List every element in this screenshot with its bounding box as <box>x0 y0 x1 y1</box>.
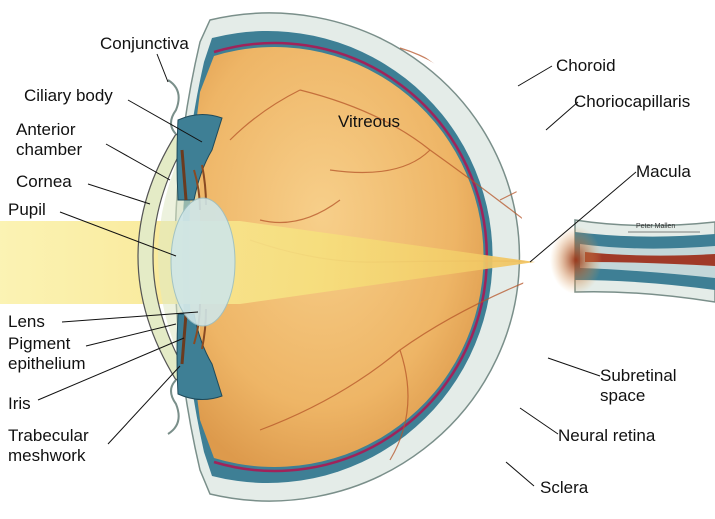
label-macula: Macula <box>636 162 691 182</box>
label-sclera: Sclera <box>540 478 588 498</box>
conjunctiva-fold-bottom <box>168 380 179 434</box>
label-vitreous: Vitreous <box>338 112 400 132</box>
label-pupil: Pupil <box>8 200 46 220</box>
label-subretinal-space: Subretinal space <box>600 366 677 406</box>
lens-shape <box>171 198 235 326</box>
label-conjunctiva: Conjunctiva <box>100 34 189 54</box>
label-lens: Lens <box>8 312 45 332</box>
label-cornea: Cornea <box>16 172 72 192</box>
macula-spot <box>550 226 602 294</box>
label-choroid: Choroid <box>556 56 616 76</box>
label-anterior-chamber: Anterior chamber <box>16 120 82 160</box>
label-choriocapillaris: Choriocapillaris <box>574 92 690 112</box>
label-ciliary-body: Ciliary body <box>24 86 113 106</box>
label-iris: Iris <box>8 394 31 414</box>
credit-text: Peter Mallen <box>636 223 675 230</box>
label-pigment-epithelium: Pigment epithelium <box>8 334 86 374</box>
label-neural-retina: Neural retina <box>558 426 655 446</box>
label-trabecular-meshwork: Trabecular meshwork <box>8 426 89 466</box>
